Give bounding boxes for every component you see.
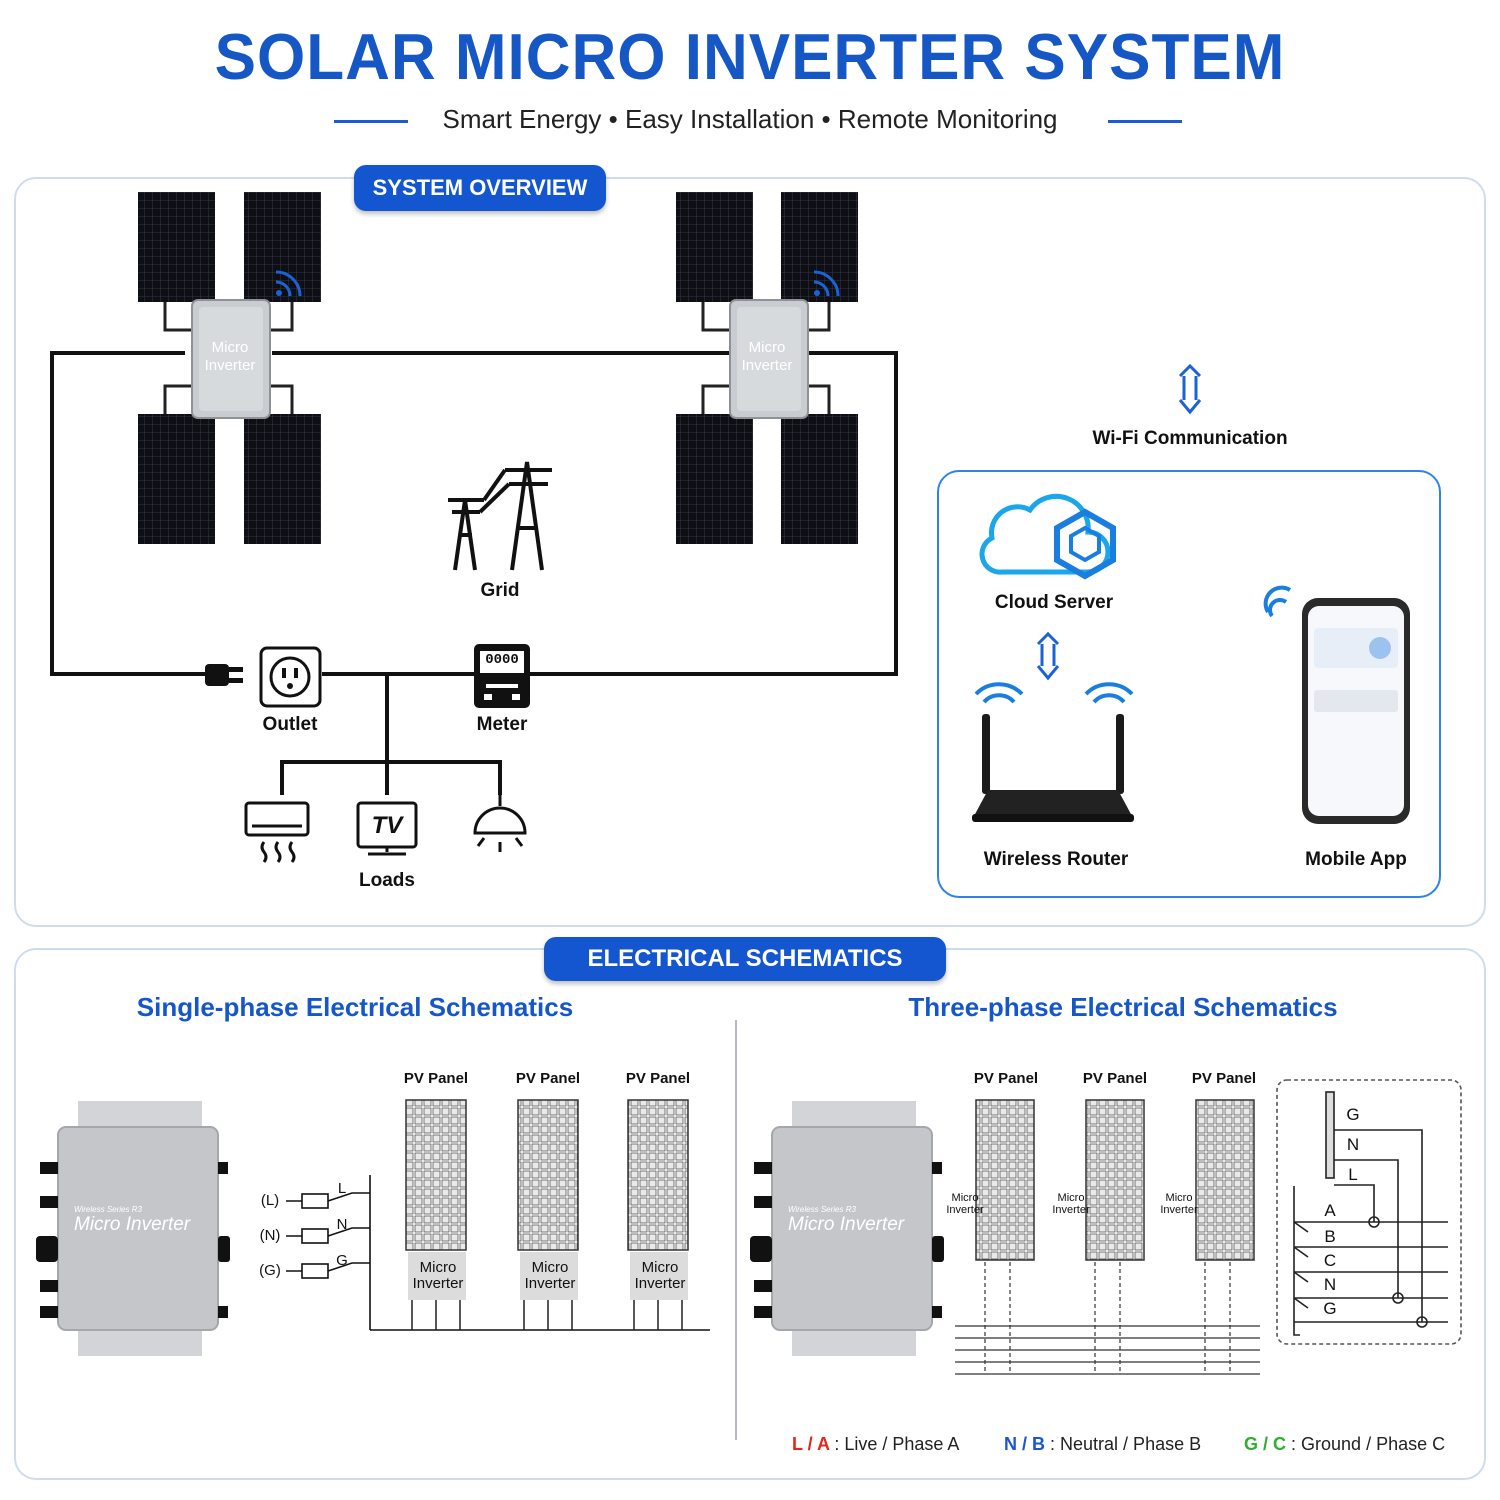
wireless-router-label: Wireless Router — [983, 849, 1129, 870]
tv-text: TV — [371, 812, 403, 839]
air-conditioner-icon — [244, 801, 310, 863]
wifi-communication-label: Wi-Fi Communication — [1092, 428, 1288, 449]
subtitle-rule-left — [334, 120, 408, 123]
tp-phase-c: C — [1323, 1251, 1337, 1270]
pv-panel-label-2: PV Panel — [515, 1070, 581, 1087]
cloud-router-arrows-icon — [1036, 631, 1060, 681]
meter-icon — [474, 644, 530, 708]
three-device-label: Micro Inverter — [788, 1214, 905, 1235]
cloud-server-label: Cloud Server — [994, 592, 1114, 613]
tv-icon — [356, 801, 418, 856]
grid-label: Grid — [480, 580, 520, 601]
solar-array-left — [138, 192, 321, 544]
outlet-icon — [259, 646, 322, 708]
light-icon — [473, 795, 527, 852]
pv-panel-label-1: PV Panel — [403, 1070, 469, 1087]
meter-label: Meter — [476, 714, 528, 735]
solar-array-right — [676, 192, 858, 544]
tp-phase-n: N — [1323, 1275, 1337, 1294]
system-overview-badge: SYSTEM OVERVIEW — [354, 165, 606, 211]
single-phase-pv-panels — [405, 1099, 689, 1330]
tp-top-g: G — [1346, 1105, 1360, 1124]
tp-phase-b: B — [1324, 1227, 1336, 1246]
terminal-l: (L) — [260, 1192, 280, 1209]
legend-live: L / A : Live / Phase A — [792, 1434, 960, 1454]
tp-pv-panel-label-2: PV Panel — [1082, 1070, 1148, 1087]
ac-wiring — [50, 351, 898, 795]
tp-pv-panel-label-3: PV Panel — [1191, 1070, 1257, 1087]
single-phase-inverter-device — [36, 1101, 230, 1356]
terminal-g: (G) — [259, 1262, 281, 1279]
three-phase-grid-box — [1276, 1079, 1462, 1345]
line-g: G — [336, 1252, 348, 1269]
tp-top-l: L — [1348, 1165, 1358, 1184]
three-phase-pv-panels — [955, 1099, 1260, 1375]
wireless-router-icon — [972, 682, 1134, 822]
schematics-badge: ELECTRICAL SCHEMATICS — [544, 937, 946, 981]
single-phase-title: Single-phase Electrical Schematics — [136, 992, 574, 1022]
loads-label: Loads — [359, 870, 415, 891]
legend-neutral: N / B : Neutral / Phase B — [1004, 1434, 1202, 1454]
pv-panel-label-3: PV Panel — [625, 1070, 691, 1087]
three-phase-title: Three-phase Electrical Schematics — [908, 992, 1338, 1022]
page-subtitle: Smart Energy • Easy Installation • Remot… — [442, 104, 1058, 134]
grid-icon — [448, 461, 552, 571]
mobile-app-icon — [1263, 585, 1410, 824]
plug-icon — [205, 664, 243, 686]
single-device-label: Micro Inverter — [74, 1214, 191, 1235]
terminal-n: (N) — [259, 1227, 281, 1244]
outlet-label: Outlet — [262, 714, 318, 735]
three-phase-grid-lines — [1293, 1091, 1448, 1336]
tp-top-n: N — [1346, 1135, 1360, 1154]
tp-pv-panel-label-1: PV Panel — [973, 1070, 1039, 1087]
line-n: N — [336, 1216, 348, 1233]
wifi-communication-icon — [1178, 363, 1202, 415]
legend-ground: G / C : Ground / Phase C — [1244, 1434, 1446, 1454]
tp-phase-a: A — [1324, 1201, 1336, 1220]
single-phase-terminals — [286, 1175, 710, 1331]
tp-phase-g: G — [1323, 1299, 1337, 1318]
three-device-series: Wireless Series R3 — [788, 1205, 856, 1214]
single-device-series: Wireless Series R3 — [74, 1205, 142, 1214]
three-phase-inverter-device — [750, 1101, 944, 1356]
mobile-app-label: Mobile App — [1305, 849, 1407, 870]
cloud-server-icon — [979, 493, 1116, 580]
page-title: SOLAR MICRO INVERTER SYSTEM — [214, 21, 1286, 94]
subtitle-rule-right — [1108, 120, 1182, 123]
meter-reading: 0000 — [485, 652, 519, 668]
line-l: L — [337, 1180, 347, 1197]
